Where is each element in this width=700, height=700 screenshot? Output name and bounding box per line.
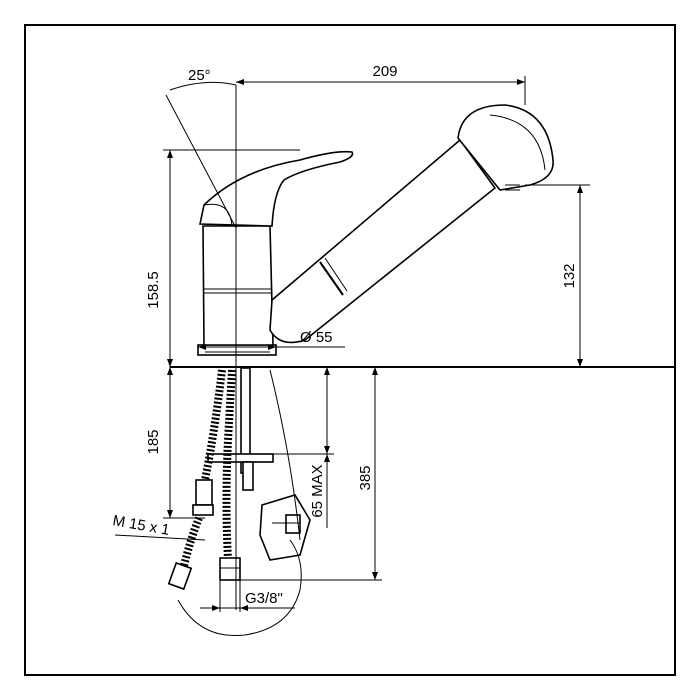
hose-loop <box>177 539 302 637</box>
braided-hose-center <box>222 369 236 561</box>
dim-hose-thread: G3/8" <box>200 580 295 612</box>
under-counter-assembly <box>167 367 311 637</box>
braided-hose-left <box>201 369 226 481</box>
dim-mounting: 65 MAX <box>252 367 334 528</box>
dim-spout-height-label: 132 <box>561 263 578 288</box>
dim-total-length-label: 385 <box>357 465 374 490</box>
dim-angle-label: 25° <box>188 67 211 84</box>
body-cylinder <box>202 225 274 346</box>
dim-mounting-label: 65 MAX <box>309 464 326 517</box>
dim-under-counter: 185 <box>145 367 205 519</box>
dim-total-length: 385 <box>240 367 382 581</box>
m15-connector <box>167 561 193 591</box>
pullout-spout <box>269 104 554 344</box>
dim-under-counter-label: 185 <box>145 429 162 454</box>
mounting-nut <box>259 494 311 561</box>
dim-angle: 25° <box>165 67 237 229</box>
faucet-body <box>197 150 354 356</box>
dim-width: 209 <box>236 63 526 105</box>
dim-base-diameter-label: Ø 55 <box>300 329 333 346</box>
lever-handle <box>199 150 354 227</box>
dim-body-height: 158.5 <box>145 149 300 367</box>
dim-body-height-label: 158.5 <box>145 271 162 309</box>
dim-spout-height: 132 <box>525 184 590 367</box>
dim-connector-thread: M 15 x 1 <box>111 512 206 541</box>
spout-arm <box>269 138 497 344</box>
dim-base-diameter: Ø 55 <box>198 329 345 350</box>
drawing-frame <box>24 24 676 676</box>
mounting-bracket <box>207 453 274 463</box>
spray-head <box>457 104 554 191</box>
dim-width-label: 209 <box>372 63 397 80</box>
g38-connector <box>219 557 241 581</box>
dim-hose-thread-label: G3/8" <box>245 590 283 607</box>
